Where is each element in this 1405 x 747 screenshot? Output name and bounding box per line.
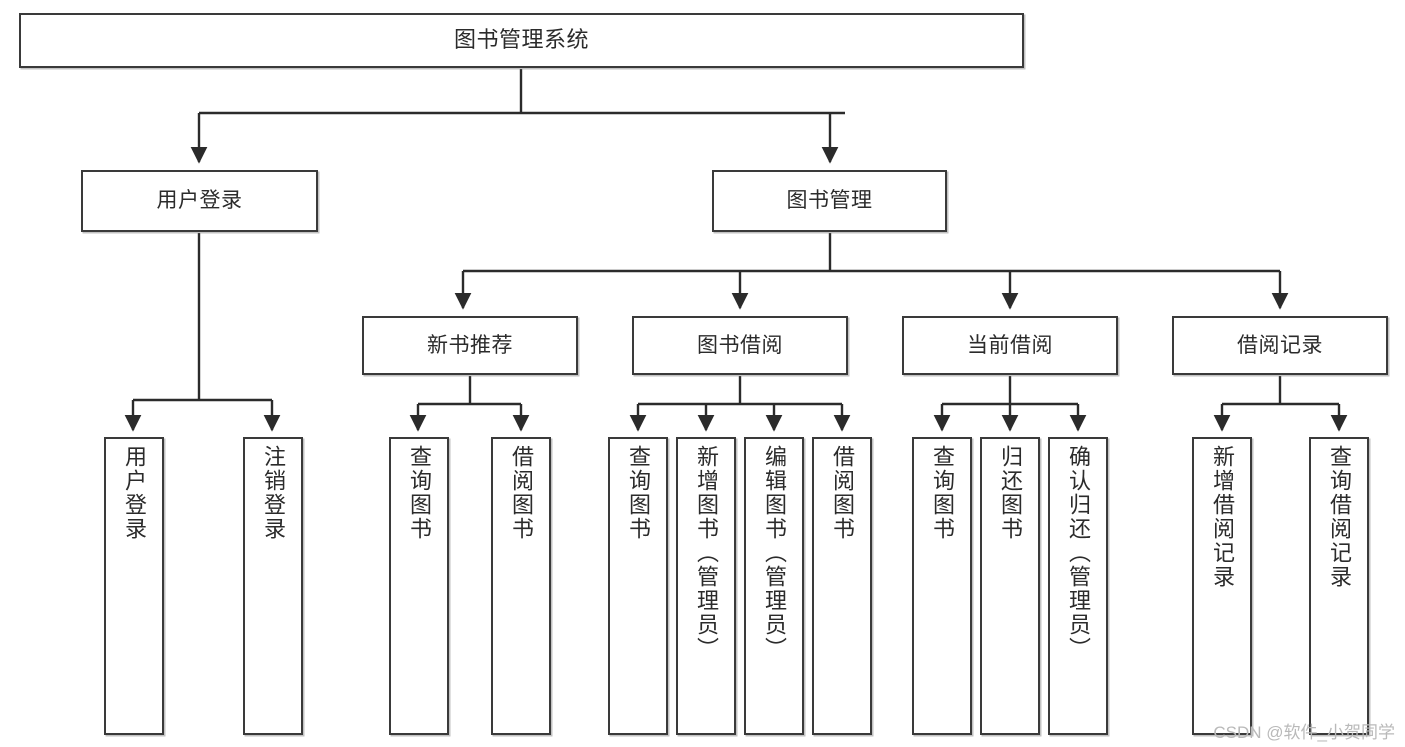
node-label: 新书推荐 (427, 333, 513, 357)
leaf-current-borrow-return[interactable]: 归还图书 (980, 437, 1040, 735)
leaf-book-borrow-add[interactable]: 新增图书（管理员） (676, 437, 736, 735)
leaf-current-borrow-confirm[interactable]: 确认归还（管理员） (1048, 437, 1108, 735)
node-book-management[interactable]: 图书管理 (712, 170, 947, 232)
node-label: 用户登录 (122, 445, 147, 541)
node-label: 借阅图书 (830, 445, 855, 541)
node-label: 借阅记录 (1237, 333, 1323, 357)
leaf-user-login-logout[interactable]: 注销登录 (243, 437, 303, 735)
node-label: 图书借阅 (697, 333, 783, 357)
node-label: 当前借阅 (967, 333, 1053, 357)
node-new-book-recommend[interactable]: 新书推荐 (362, 316, 578, 375)
node-label: 查询借阅记录 (1327, 445, 1352, 589)
node-current-borrow[interactable]: 当前借阅 (902, 316, 1118, 375)
leaf-book-borrow-query[interactable]: 查询图书 (608, 437, 668, 735)
node-label: 归还图书 (998, 445, 1023, 541)
leaf-current-borrow-query[interactable]: 查询图书 (912, 437, 972, 735)
leaf-new-book-query[interactable]: 查询图书 (389, 437, 449, 735)
leaf-borrow-record-add[interactable]: 新增借阅记录 (1192, 437, 1252, 735)
node-label: 图书管理 (786, 189, 873, 213)
leaf-user-login-login[interactable]: 用户登录 (104, 437, 164, 735)
leaf-borrow-record-query[interactable]: 查询借阅记录 (1309, 437, 1369, 735)
node-label: 查询图书 (407, 445, 432, 541)
node-label: 借阅图书 (509, 445, 534, 541)
node-label: 编辑图书（管理员） (762, 445, 787, 661)
leaf-book-borrow-edit[interactable]: 编辑图书（管理员） (744, 437, 804, 735)
node-root-system[interactable]: 图书管理系统 (19, 13, 1024, 68)
node-label: 新增图书（管理员） (694, 445, 719, 661)
node-label: 新增借阅记录 (1210, 445, 1235, 589)
node-label: 查询图书 (930, 445, 955, 541)
leaf-new-book-borrow[interactable]: 借阅图书 (491, 437, 551, 735)
node-borrow-record[interactable]: 借阅记录 (1172, 316, 1388, 375)
node-book-borrow[interactable]: 图书借阅 (632, 316, 848, 375)
node-label: 用户登录 (156, 189, 243, 213)
node-label: 图书管理系统 (453, 27, 589, 53)
node-label: 确认归还（管理员） (1066, 445, 1091, 661)
leaf-book-borrow-borrow[interactable]: 借阅图书 (812, 437, 872, 735)
node-user-login[interactable]: 用户登录 (81, 170, 318, 232)
watermark-text: CSDN @软件_小贺同学 (1213, 723, 1395, 742)
node-label: 注销登录 (261, 445, 286, 541)
node-label: 查询图书 (626, 445, 651, 541)
